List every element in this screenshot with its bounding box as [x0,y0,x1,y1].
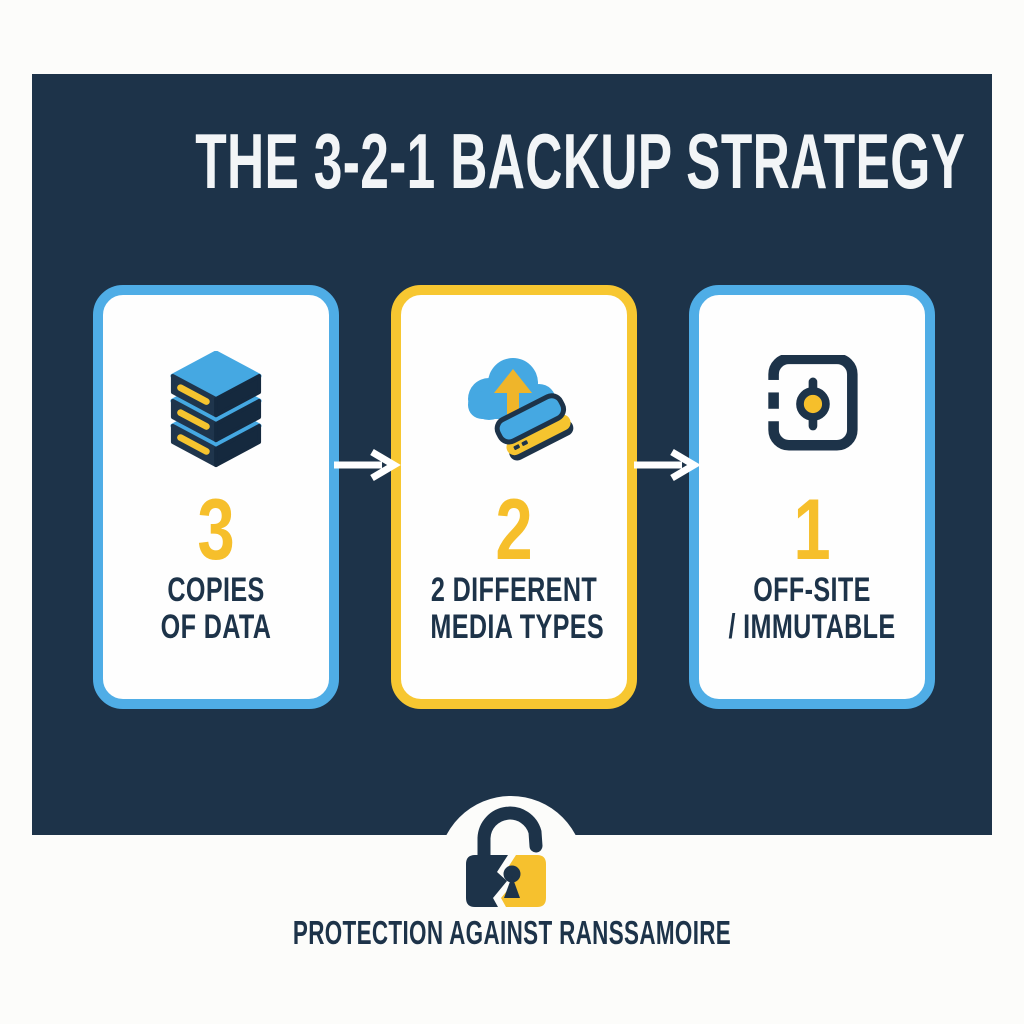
card-number: 3 [197,482,235,578]
footer-caption: PROTECTION AGAINST RANSSAMOIRE [292,914,732,951]
broken-padlock-icon [466,806,546,907]
card-label: COPIES OF DATA [160,571,272,646]
arrow-right-icon [334,448,401,482]
arrow-right-icon [634,448,701,482]
card-copies-of-data: 3 COPIES OF DATA [93,285,339,709]
card-label: OFF-SITE / IMMUTABLE [728,571,896,646]
page-title: THE 3-2-1 BACKUP STRATEGY [195,117,966,205]
vault-safe-icon [699,355,925,451]
card-different-media-types: 2 2 DIFFERENT MEDIA TYPES [391,285,637,709]
server-stack-icon [103,351,329,468]
card-label: 2 DIFFERENT MEDIA TYPES [430,571,605,646]
card-number: 2 [495,482,533,578]
storage-drive-icon [494,393,574,461]
cloud-upload-drive-icon [401,349,627,461]
card-offsite-immutable: 1 OFF-SITE / IMMUTABLE [689,285,935,709]
card-number: 1 [793,482,831,578]
